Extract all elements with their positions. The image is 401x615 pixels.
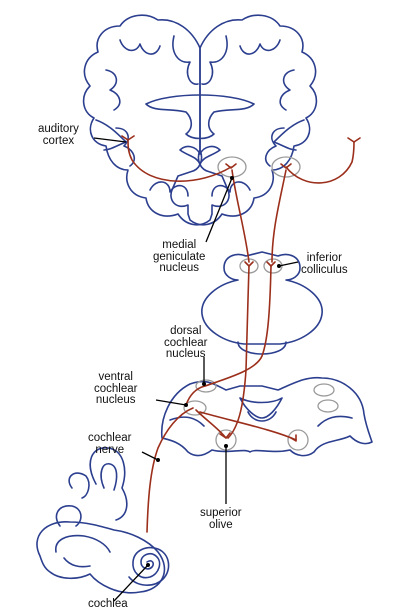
cochlea-label: cochlea — [88, 599, 128, 611]
medulla-section — [162, 378, 372, 456]
auditory-pathway — [122, 136, 360, 532]
brainstem-nuclei — [184, 380, 338, 450]
inferior-colliculi — [240, 259, 282, 273]
inner-ear — [37, 448, 164, 593]
